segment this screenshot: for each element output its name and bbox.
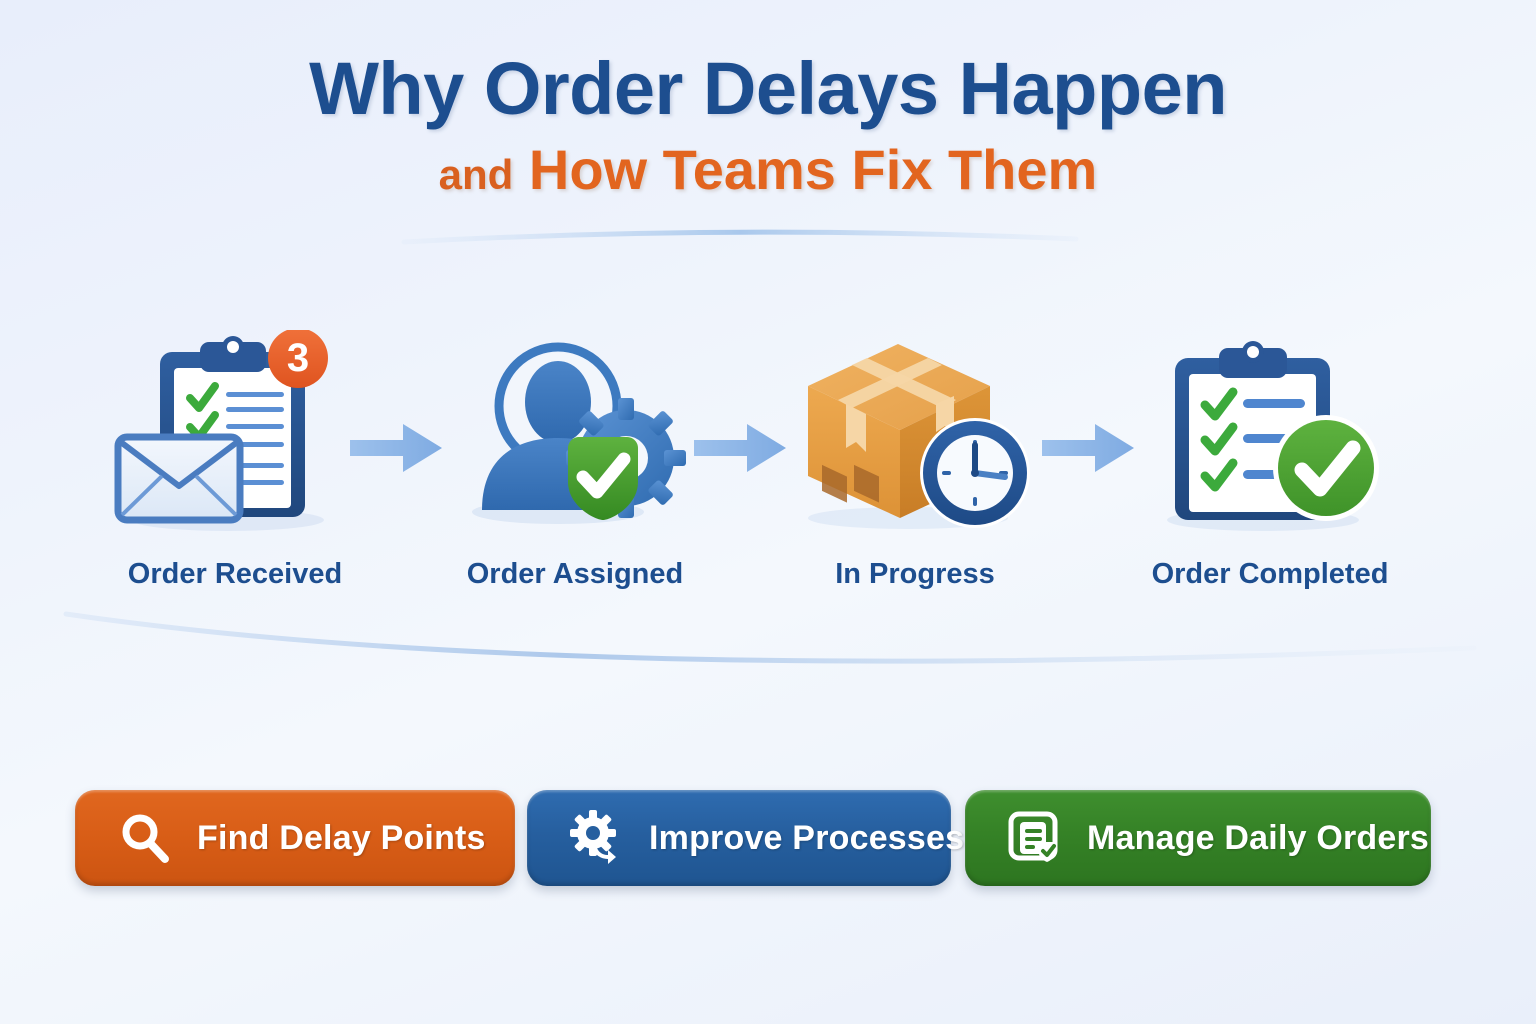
- improve-processes-label: Improve Processes: [649, 818, 965, 857]
- title-block: Why Order Delays Happen and How Teams Fi…: [0, 52, 1536, 198]
- badge-count-text: 3: [287, 336, 309, 380]
- page-subtitle-lead: and: [438, 151, 514, 198]
- document-check-icon: [1008, 811, 1058, 862]
- manage-daily-orders-label: Manage Daily Orders: [1087, 818, 1430, 857]
- flow-arrow-icon: [350, 424, 442, 472]
- process-flow: 3 Order Received: [0, 328, 1536, 630]
- manage-daily-orders-button[interactable]: Manage Daily Orders: [965, 790, 1431, 886]
- flow-step-order-received[interactable]: 3 Order Received: [110, 328, 360, 630]
- clipboard-envelope-icon: 3: [110, 328, 360, 545]
- flow-step-order-assigned[interactable]: Order Assigned: [450, 330, 700, 630]
- flow-step-label: In Progress: [835, 558, 995, 590]
- flow-step-in-progress[interactable]: In Progress: [790, 330, 1040, 630]
- user-gear-check-icon: [450, 330, 700, 545]
- search-icon: [122, 814, 169, 863]
- page-subtitle: and How Teams Fix Them: [0, 142, 1536, 198]
- page-title: Why Order Delays Happen: [309, 47, 1227, 130]
- flow-arrow-icon: [694, 424, 786, 472]
- flow-step-label: Order Received: [127, 558, 343, 590]
- action-button-row: Find Delay Points Improve Processes: [0, 790, 1536, 890]
- flow-step-label: Order Assigned: [466, 558, 684, 590]
- flow-step-label: Order Completed: [1151, 558, 1389, 590]
- improve-processes-button[interactable]: Improve Processes: [527, 790, 964, 886]
- find-delay-points-button[interactable]: Find Delay Points: [75, 790, 515, 886]
- gear-icon: [570, 810, 616, 864]
- package-clock-icon: [790, 330, 1040, 545]
- page-subtitle-rest: How Teams Fix Them: [528, 138, 1098, 201]
- flow-arrow-icon: [1042, 424, 1134, 472]
- clipboard-check-icon: [1145, 330, 1395, 545]
- flow-step-order-completed[interactable]: Order Completed: [1145, 330, 1395, 630]
- title-divider: [401, 229, 1079, 245]
- find-delay-points-label: Find Delay Points: [197, 818, 486, 857]
- flow-baseline-curve: [63, 611, 1477, 664]
